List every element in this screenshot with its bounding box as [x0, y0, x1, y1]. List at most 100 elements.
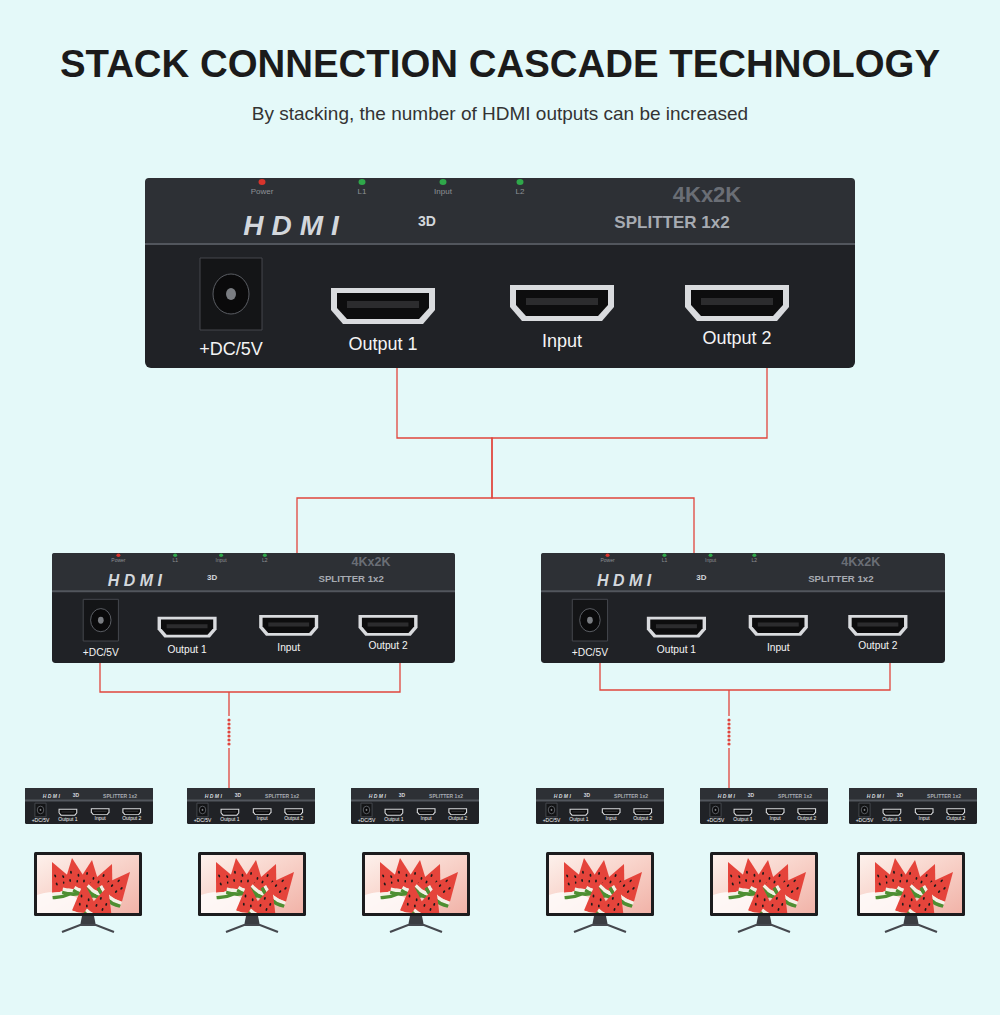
continuation-dot [227, 722, 230, 725]
port-label: +DC/5V [32, 818, 50, 824]
brand-logo: HDMI [597, 572, 656, 590]
hdmi-port-tongue [572, 811, 585, 812]
port-label: Input [919, 816, 930, 822]
hdmi-port-shell [848, 615, 907, 636]
hdmi-port-shell [734, 809, 753, 816]
splitter-edge [52, 590, 455, 592]
led-label: L1 [662, 558, 668, 564]
dc-jack-pin [366, 809, 368, 811]
led-label: L1 [358, 188, 367, 197]
splitter-top-face [541, 553, 945, 591]
splitter-body [849, 788, 977, 824]
dc-jack-hole [37, 806, 43, 814]
dc-jack-hole [712, 806, 718, 814]
hdmi-port-shell [766, 808, 785, 815]
brand-logo: HDMI [43, 794, 62, 800]
hdmi-port-opening [947, 809, 964, 814]
port-label: +DC/5V [194, 818, 212, 824]
splitter-edge [145, 243, 855, 245]
hdmi-splitter: HDMI3DSPLITTER 1x2+DC/5VOutput 1InputOut… [700, 788, 828, 824]
brand-logo: 3D [748, 794, 754, 800]
hdmi-port-tongue [701, 298, 773, 305]
port-label: Input [421, 816, 432, 822]
port-label: +DC/5V [83, 647, 119, 658]
brand-logo: HDMI [867, 794, 886, 800]
port-label: Output 1 [657, 644, 696, 655]
hdmi-port-shell [259, 615, 318, 636]
hdmi-port-shell [158, 617, 217, 638]
hdmi-port-tongue [167, 624, 208, 628]
port-label: +DC/5V [358, 818, 376, 824]
hdmi-port-tongue [347, 301, 419, 308]
led-label: L1 [172, 558, 178, 564]
hdmi-splitter: HDMI3DSPLITTER 1x2+DC/5VOutput 1InputOut… [849, 788, 977, 824]
hdmi-port-shell [448, 808, 467, 815]
hdmi-port-tongue [451, 811, 464, 812]
splitter-body [52, 553, 455, 663]
hdmi-port-opening [222, 810, 239, 815]
continuation-dot [727, 734, 730, 737]
hdmi-port-tongue [287, 811, 300, 812]
hdmi-splitter: HDMI3DSPLITTER 1x2+DC/5VOutput 1InputOut… [25, 788, 153, 824]
hdmi-cable [297, 368, 492, 553]
hdmi-port-opening [752, 618, 804, 633]
dc-jack [710, 803, 721, 817]
hdmi-port-shell [946, 808, 965, 815]
port-label: Output 2 [368, 641, 407, 652]
brand-logo: 3D [207, 574, 217, 583]
hdmi-cable [600, 663, 890, 788]
status-led [259, 179, 266, 185]
hdmi-port-tongue [857, 622, 898, 626]
led-label: Power [111, 558, 125, 564]
model-name: SPLITTER 1x2 [778, 794, 812, 800]
hdmi-port-shell [570, 809, 589, 816]
continuation-dot [727, 742, 730, 745]
splitter-body [536, 788, 664, 824]
hdmi-port-shell [749, 615, 808, 636]
hdmi-splitter: PowerL1InputL24Kx2KHDMI3DSPLITTER 1x2+DC… [541, 553, 945, 663]
dc-jack [361, 803, 372, 817]
splitter-top-face [52, 553, 455, 591]
hdmi-port-tongue [800, 811, 813, 812]
hdmi-splitter: HDMI3DSPLITTER 1x2+DC/5VOutput 1InputOut… [351, 788, 479, 824]
port-label: Input [542, 332, 582, 352]
port-label: Output 1 [168, 644, 207, 655]
splitter-edge [849, 800, 977, 802]
hdmi-port-shell [91, 808, 110, 815]
dc-jack-hole [213, 274, 249, 314]
hdmi-port-tongue [268, 622, 309, 626]
port-label: +DC/5V [856, 818, 874, 824]
port-label: Output 1 [58, 817, 77, 823]
hdmi-port-opening [123, 809, 140, 814]
brand-logo: 3D [897, 794, 903, 800]
hdmi-port-tongue [420, 811, 433, 812]
hdmi-port-tongue [61, 811, 74, 812]
splitter-top-face [351, 788, 479, 801]
model-name: SPLITTER 1x2 [265, 794, 299, 800]
hdmi-port-opening [767, 809, 784, 814]
resolution-mark: 4Kx2K [352, 556, 391, 570]
monitor [704, 852, 818, 932]
hdmi-port-tongue [636, 811, 649, 812]
model-name: SPLITTER 1x2 [318, 574, 383, 585]
splitter-body [145, 178, 855, 368]
splitter-top-face [849, 788, 977, 801]
port-label: Output 2 [448, 816, 467, 822]
splitter-top-face [187, 788, 315, 801]
dc-jack-pin [226, 288, 236, 300]
hdmi-port-shell [359, 615, 418, 636]
dc-jack-hole [861, 806, 867, 814]
hdmi-port-opening [386, 810, 403, 815]
hdmi-port-shell [510, 285, 614, 321]
port-label: Output 2 [633, 816, 652, 822]
hdmi-port-tongue [94, 811, 107, 812]
dc-jack-hole [363, 806, 369, 814]
status-led [219, 554, 223, 557]
brand-logo: HDMI [718, 794, 737, 800]
resolution-mark: 4Kx2K [673, 183, 741, 207]
brand-logo: HDMI [205, 794, 224, 800]
led-label: Input [705, 558, 716, 564]
hdmi-port-shell [417, 808, 436, 815]
hdmi-port-tongue [949, 811, 962, 812]
